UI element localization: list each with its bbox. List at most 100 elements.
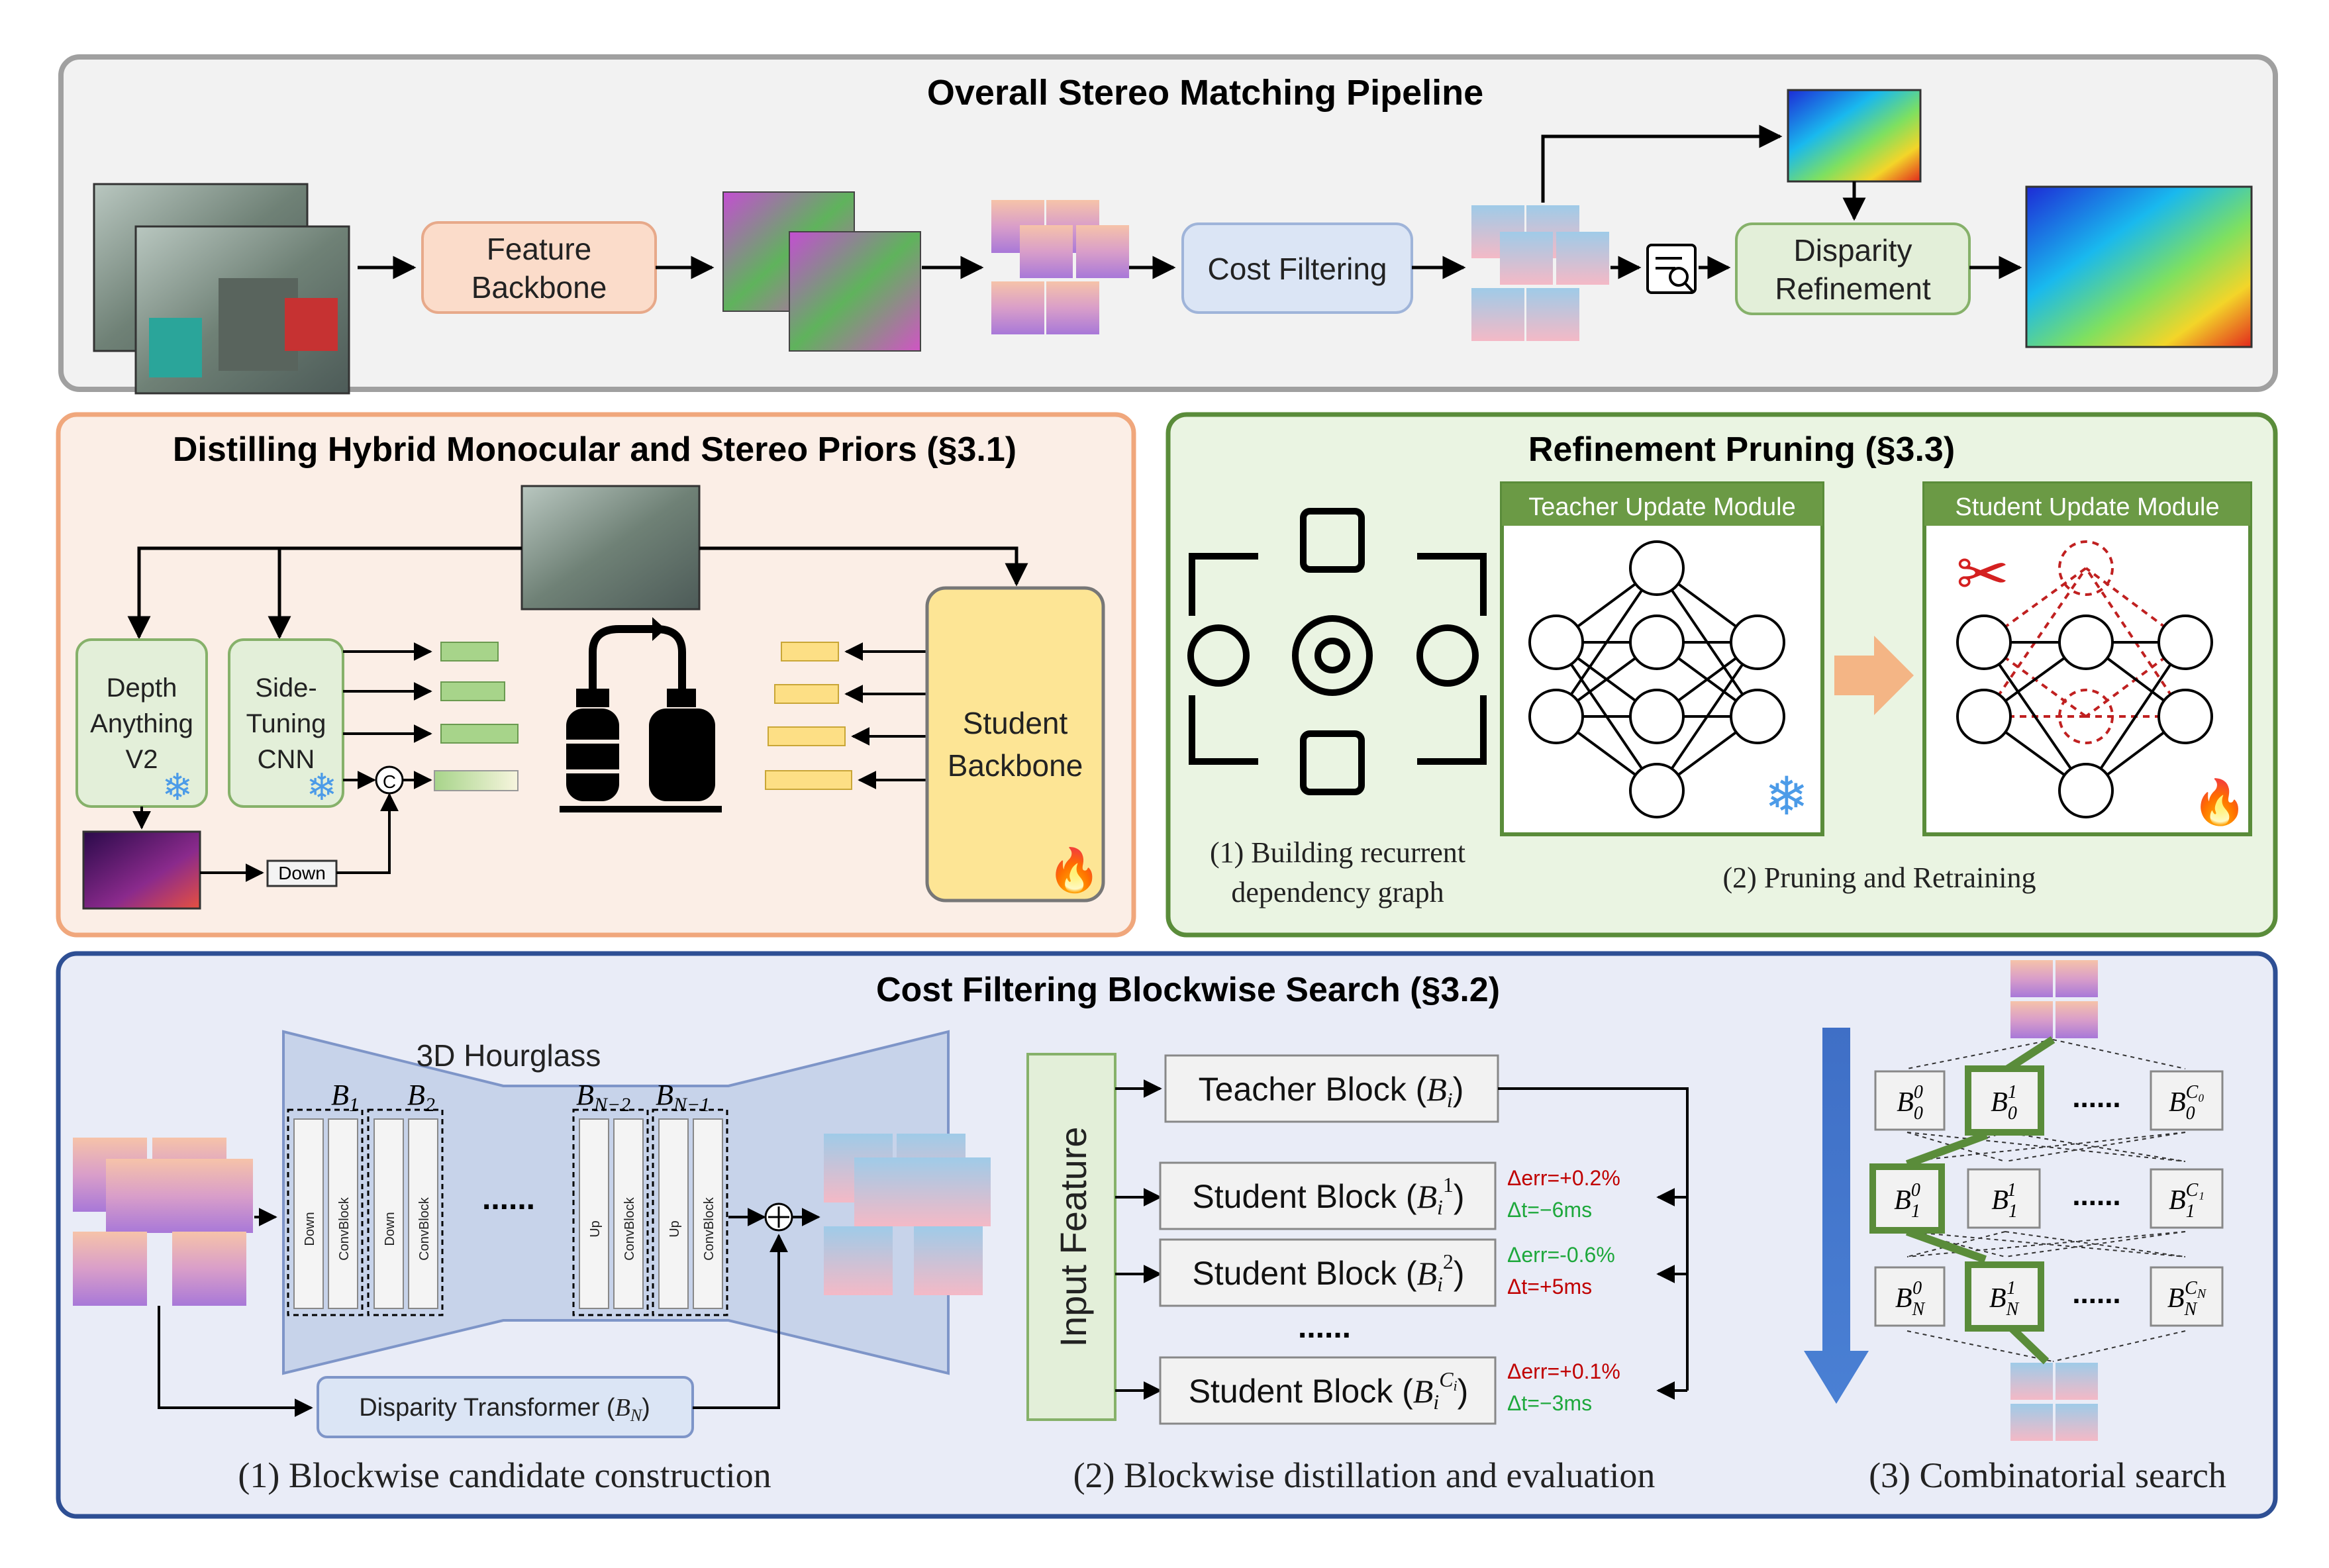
concat-label: C	[383, 771, 396, 792]
depth-anything-label-2: Anything	[90, 709, 193, 738]
svg-text:Δt=−6ms: Δt=−6ms	[1507, 1198, 1592, 1222]
feature-maps	[722, 191, 921, 352]
cost-volume-blue	[1471, 205, 1609, 341]
convblock-layer-label: ConvBlock	[417, 1197, 432, 1261]
cost-filtering-label: Cost Filtering	[1208, 252, 1387, 286]
depth-anything-label-3: V2	[126, 745, 158, 774]
disparity-transformer-label: Disparity Transformer (BN)	[359, 1394, 650, 1425]
search-caption2: (2) Blockwise distillation and evaluatio…	[1073, 1455, 1656, 1495]
input-feature-label: Input Feature	[1052, 1126, 1094, 1347]
up-layer-label: Up	[668, 1220, 682, 1238]
svg-text:BN0: BN0	[1895, 1278, 1926, 1320]
depth-anything-box: Depth Anything V2 ❄	[75, 638, 208, 808]
svg-text:......: ......	[2072, 1081, 2120, 1114]
svg-text:......: ......	[2072, 1277, 2120, 1310]
snowflake-icon: ❄	[162, 766, 193, 808]
svg-text:Student Block (BiCi): Student Block (BiCi)	[1189, 1367, 1469, 1414]
student-update-module: Student Update Module ✂	[1922, 481, 2252, 836]
snowflake-icon: ❄	[307, 766, 338, 808]
hourglass-3d: 3D Hourglass B1 B2 BN−2 BN−1 Down ConvBl…	[282, 1030, 950, 1375]
distill-title: Distilling Hybrid Monocular and Stereo P…	[173, 430, 1016, 469]
feature-backbone-box: Feature Backbone	[421, 221, 657, 314]
pruning-arrow	[1834, 636, 1914, 715]
search-direction-arrow	[1804, 1028, 1869, 1404]
svg-text:B10: B10	[1894, 1180, 1920, 1222]
coarse-disparity-image	[1787, 89, 1922, 183]
side-tuning-label-1: Side-	[255, 673, 317, 703]
student-block-ci: Student Block (BiCi)	[1159, 1356, 1497, 1425]
delta-2: Δerr=-0.6% Δt=+5ms	[1507, 1243, 1615, 1298]
svg-text:Teacher Block (Bi): Teacher Block (Bi)	[1199, 1071, 1464, 1112]
svg-text:Δt=+5ms: Δt=+5ms	[1507, 1275, 1592, 1298]
distill-input-image	[520, 485, 701, 611]
student-header-label: Student Update Module	[1955, 493, 2219, 521]
student-backbone-label-1: Student	[963, 706, 1068, 740]
svg-text:Δerr=+0.2%: Δerr=+0.2%	[1507, 1166, 1620, 1190]
fire-icon: 🔥	[1048, 846, 1101, 894]
disparity-refinement-label-1: Disparity	[1794, 233, 1912, 268]
student-block-1: Student Block (Bi1)	[1159, 1161, 1497, 1230]
disparity-transformer-box: Disparity Transformer (BN)	[317, 1376, 694, 1438]
svg-text:Student Block (Bi1): Student Block (Bi1)	[1192, 1173, 1464, 1219]
student-backbone-label-2: Backbone	[948, 748, 1083, 783]
mono-depth-image	[82, 830, 201, 910]
side-tuning-box: Side- Tuning CNN ❄	[228, 638, 344, 808]
convblock-layer-label: ConvBlock	[622, 1197, 637, 1261]
search-title: Cost Filtering Blockwise Search (§3.2)	[876, 971, 1500, 1009]
search-caption1: (1) Blockwise candidate construction	[238, 1455, 771, 1495]
svg-text:B00: B00	[1897, 1082, 1923, 1124]
svg-text:Δt=−3ms: Δt=−3ms	[1507, 1391, 1592, 1415]
scissors-icon: ✂	[1956, 539, 2009, 610]
teacher-header-label: Teacher Update Module	[1528, 493, 1795, 521]
side-tuning-label-3: CNN	[258, 745, 315, 774]
fire-icon: 🔥	[2193, 777, 2247, 827]
delta-ci: Δerr=+0.1% Δt=−3ms	[1507, 1359, 1620, 1415]
disparity-refinement-box: Disparity Refinement	[1735, 222, 1971, 315]
snowflake-icon: ❄	[1764, 767, 1809, 826]
document-search-icon	[1646, 244, 1697, 294]
refine-panel: Refinement Pruning (§3.3) (1) Building r…	[1165, 412, 2278, 938]
svg-text:B01: B01	[1991, 1082, 2017, 1124]
distillation-icon	[560, 617, 722, 812]
refine-title: Refinement Pruning (§3.3)	[1528, 430, 1955, 469]
delta-1: Δerr=+0.2% Δt=−6ms	[1507, 1166, 1620, 1222]
cost-filtering-box: Cost Filtering	[1181, 222, 1413, 314]
search-input-volume	[73, 1138, 253, 1306]
stereo-input-images	[93, 183, 350, 395]
combo-row-1: B10 B11 B1C₁ ......	[1869, 1163, 2224, 1234]
svg-text:Δerr=-0.6%: Δerr=-0.6%	[1507, 1243, 1615, 1267]
distill-panel: Distilling Hybrid Monocular and Stereo P…	[56, 412, 1136, 938]
input-feature-box: Input Feature	[1026, 1053, 1116, 1421]
search-panel: Cost Filtering Blockwise Search (§3.2) 3…	[56, 951, 2278, 1519]
teacher-network	[1528, 540, 1785, 818]
convblock-layer-label: ConvBlock	[702, 1197, 717, 1261]
cost-volume-pink	[991, 200, 1129, 334]
teacher-block: Teacher Block (Bi)	[1164, 1054, 1499, 1123]
student-backbone-box: Student Backbone 🔥	[925, 586, 1105, 903]
svg-text:Student Block (Bi2): Student Block (Bi2)	[1192, 1250, 1464, 1296]
refine-caption1-line1: (1) Building recurrent	[1210, 836, 1465, 869]
final-disparity-image	[2025, 185, 2253, 348]
feature-backbone-label-1: Feature	[487, 232, 592, 266]
down-layer-label: Down	[383, 1212, 397, 1246]
combo-top-volume	[2010, 960, 2098, 1038]
student-network	[1956, 540, 2213, 818]
student-block-dots: ......	[1298, 1310, 1351, 1345]
disparity-refinement-label-2: Refinement	[1775, 271, 1930, 306]
down-label: Down	[278, 863, 326, 883]
combo-row-n: BN0 BN1 BNCN ......	[1874, 1261, 2224, 1332]
feature-backbone-label-2: Backbone	[471, 270, 607, 305]
combo-row-0: B00 B01 B0C₀ ......	[1874, 1065, 2224, 1136]
hourglass-dots: ......	[482, 1181, 535, 1216]
student-block-2: Student Block (Bi2)	[1159, 1238, 1497, 1307]
svg-text:BN1: BN1	[1989, 1278, 2020, 1320]
dependency-graph-icon	[1187, 508, 1487, 795]
up-layer-label: Up	[588, 1220, 603, 1238]
convblock-layer-label: ConvBlock	[337, 1197, 352, 1261]
combo-selected-path	[1905, 1036, 2056, 1365]
pipeline-panel: Overall Stereo Matching Pipeline Feature…	[58, 54, 2278, 395]
depth-anything-label-1: Depth	[107, 673, 177, 703]
hourglass-label: 3D Hourglass	[417, 1038, 601, 1073]
combo-bottom-volume	[2010, 1363, 2098, 1441]
